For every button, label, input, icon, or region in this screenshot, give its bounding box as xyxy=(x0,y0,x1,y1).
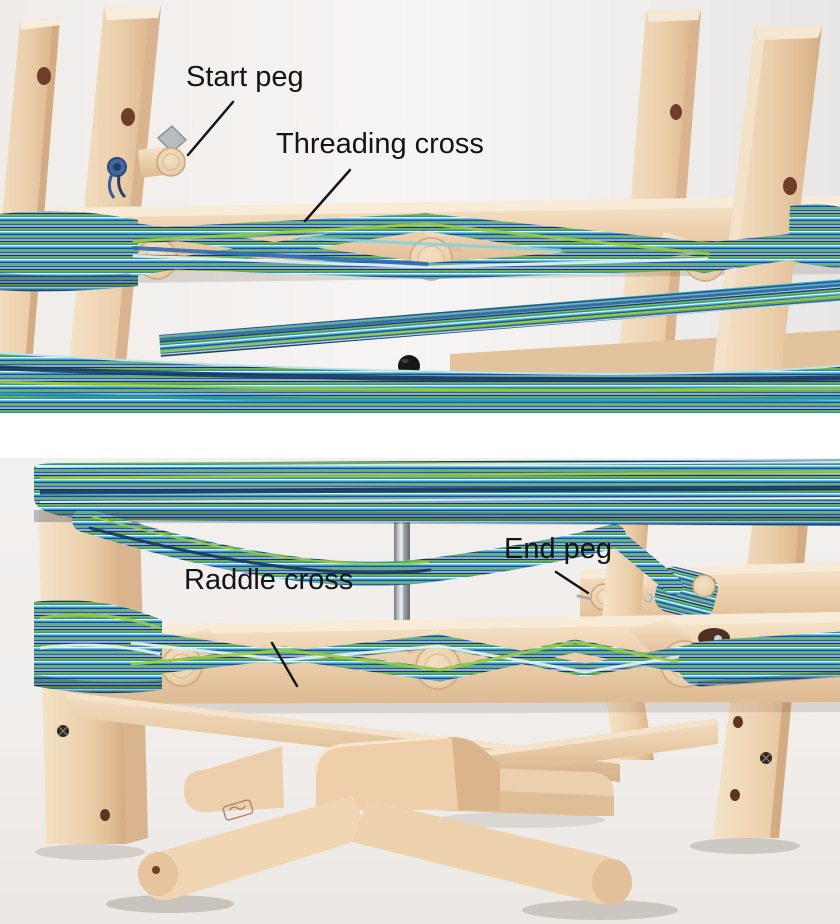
front-right-foot xyxy=(352,800,632,905)
photo-bottom-raddle-cross xyxy=(0,458,840,924)
top-photo-graphic xyxy=(0,0,840,414)
maker-stamp xyxy=(222,799,254,821)
leader-line-end-peg xyxy=(554,570,590,595)
raddle-left-yarn-wrap xyxy=(34,600,162,694)
raddle-cross-yarn xyxy=(125,629,840,687)
stretcher-beams xyxy=(66,692,718,782)
front-left-foot xyxy=(138,796,372,900)
start-peg xyxy=(138,124,188,178)
second-warp-band xyxy=(72,508,683,595)
blue-bolt-and-yarn-tail xyxy=(107,157,127,199)
bottom-warp-band xyxy=(0,352,840,414)
label-threading-cross: Threading cross xyxy=(276,128,484,160)
threading-cross-yarn xyxy=(0,204,840,292)
rear-left-foot xyxy=(184,746,284,812)
floor-shadows xyxy=(35,812,800,920)
leader-line-raddle-cross xyxy=(270,641,299,688)
middle-warp-band xyxy=(159,279,840,357)
leader-line-start-peg xyxy=(186,100,235,157)
screw xyxy=(760,752,772,764)
center-hump-block xyxy=(314,735,500,810)
right-front-post xyxy=(708,26,822,414)
top-warp-band xyxy=(34,459,840,526)
photo-top-threading-cross xyxy=(0,0,840,414)
label-start-peg: Start peg xyxy=(186,61,304,93)
label-raddle-cross: Raddle cross xyxy=(184,564,354,596)
bottom-photo-graphic xyxy=(0,458,840,924)
screw xyxy=(57,725,69,737)
label-end-peg: End peg xyxy=(504,533,613,565)
wing-nut xyxy=(156,124,188,154)
back-dowel-end xyxy=(692,574,716,598)
leader-line-threading-cross xyxy=(303,168,352,223)
